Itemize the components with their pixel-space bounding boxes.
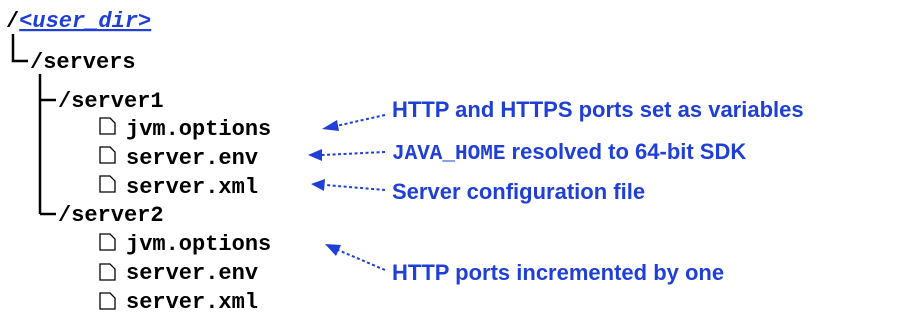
file-icon (99, 175, 116, 193)
annotation-server2-jvm: HTTP ports incremented by one (392, 260, 724, 285)
root-directory-label: /<user_dir> (6, 9, 151, 34)
server1-jvm-options-label: jvm.options (126, 117, 271, 142)
file-icon (99, 146, 116, 164)
server1-server-xml-item[interactable]: server.xml (99, 175, 258, 200)
server1-directory-label: /server1 (58, 89, 164, 114)
tree-connector-servers (11, 34, 28, 63)
servers-directory-label: /servers (30, 50, 136, 75)
annotation-server-env: JAVA_HOME resolved to 64-bit SDK (392, 139, 746, 166)
server2-jvm-options-item[interactable]: jvm.options (99, 232, 271, 257)
server2-server-env-label: server.env (126, 261, 258, 286)
server2-directory-label: /server2 (58, 203, 164, 228)
server1-server-env-item[interactable]: server.env (99, 146, 258, 171)
root-slash: / (6, 9, 19, 34)
annotation-server-xml: Server configuration file (392, 179, 645, 204)
file-icon (99, 233, 116, 251)
annotation-jvm-options: HTTP and HTTPS ports set as variables (392, 97, 804, 122)
root-placeholder: <user_dir> (19, 9, 151, 34)
dashed-arrow-icon (322, 114, 386, 131)
file-icon (99, 117, 116, 135)
server1-server-env-label: server.env (126, 146, 258, 171)
server2-server-xml-label: server.xml (126, 290, 258, 315)
file-icon (99, 263, 116, 281)
server1-server-xml-label: server.xml (126, 175, 258, 200)
dashed-arrow-icon (325, 244, 386, 271)
server2-server-env-item[interactable]: server.env (99, 261, 258, 286)
dashed-arrow-icon (308, 149, 386, 161)
dashed-arrow-icon (311, 179, 386, 191)
server2-server-xml-item[interactable]: server.xml (99, 290, 258, 315)
server1-jvm-options-item[interactable]: jvm.options (99, 117, 271, 142)
server2-jvm-options-label: jvm.options (126, 232, 271, 257)
annotation-server-env-text: resolved to 64-bit SDK (505, 139, 746, 164)
annotation-java-home: JAVA_HOME (392, 143, 505, 166)
file-icon (99, 292, 116, 310)
